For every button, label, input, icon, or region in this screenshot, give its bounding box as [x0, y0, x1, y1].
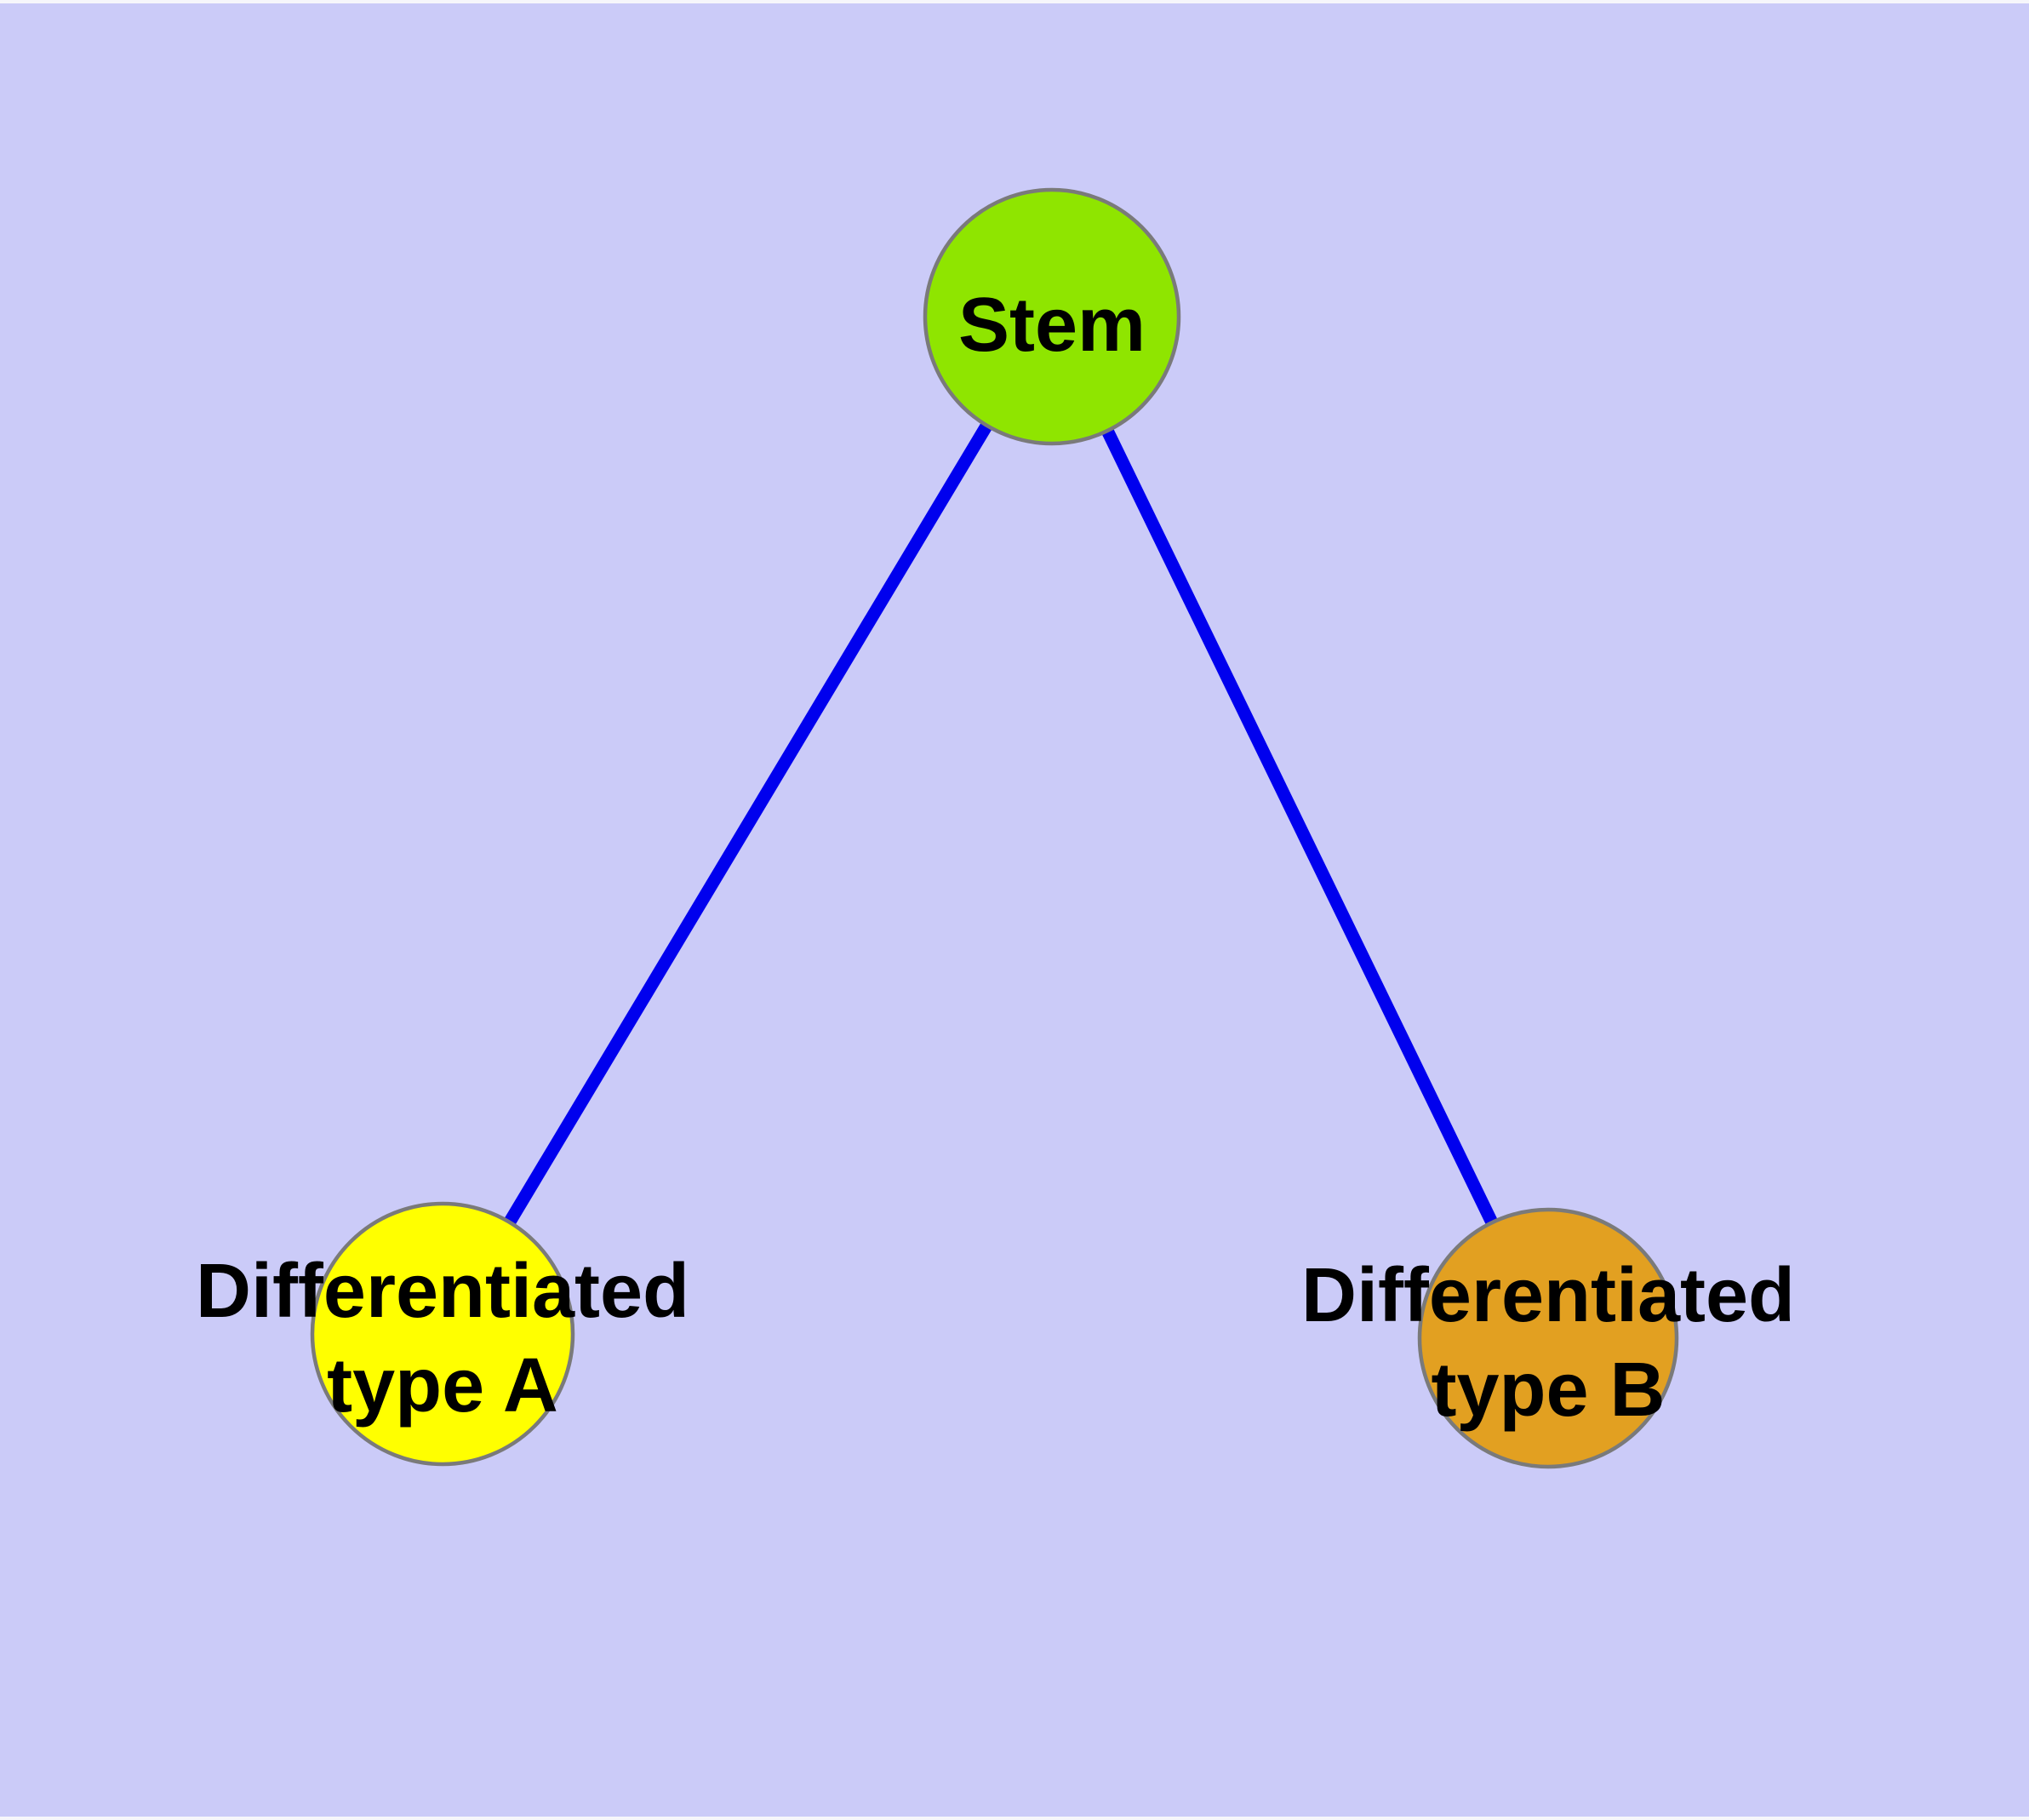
- nodes-layer: [310, 187, 1679, 1469]
- edges-layer: [437, 313, 1554, 1342]
- node-stem: [923, 187, 1181, 446]
- node-diff-b: [1417, 1207, 1679, 1469]
- edge-stem-to-diff-a: [437, 313, 1058, 1337]
- edge-stem-to-diff-b: [1046, 313, 1554, 1342]
- node-diff-a: [310, 1201, 575, 1467]
- node-label-stem: Stem: [958, 283, 1146, 368]
